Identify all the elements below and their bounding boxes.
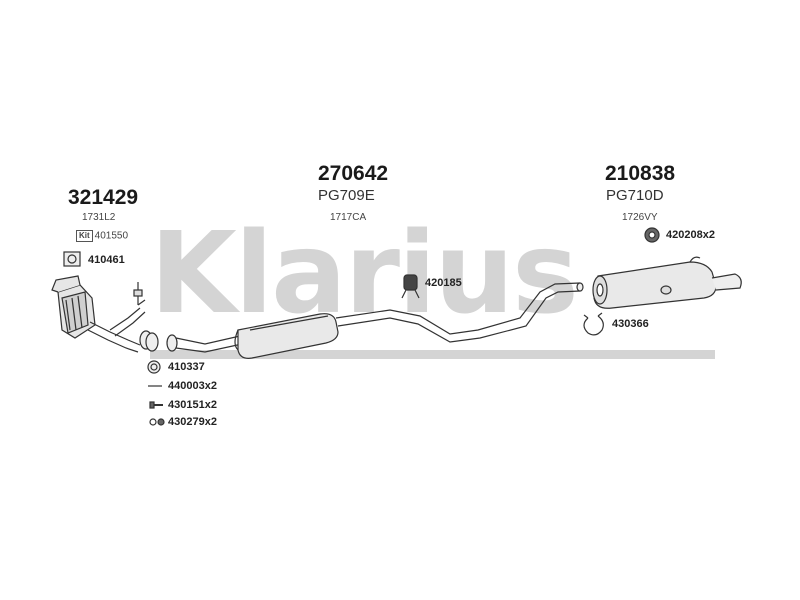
icon-430366 (583, 312, 604, 336)
accessory-440003: 440003x2 (168, 380, 217, 392)
hanger-420185-shape (401, 274, 420, 299)
icon-410461 (63, 251, 81, 267)
watermark-underline (150, 350, 715, 359)
accessory-410337: 410337 (168, 361, 205, 373)
accessory-430366: 430366 (612, 318, 649, 330)
part-number-270642: 270642 (318, 162, 389, 185)
part-number-210838: 210838 (605, 162, 676, 185)
icon-430279 (149, 418, 165, 426)
catalytic-converter (51, 275, 146, 353)
ref-1731l2: 1731L2 (82, 212, 116, 223)
kit-icon: Kit (76, 230, 93, 242)
rear-silencer (592, 256, 742, 309)
code-pg709e: PG709E (318, 187, 375, 204)
ref-1726vy: 1726VY (622, 212, 658, 223)
accessory-410461: 410461 (88, 254, 125, 266)
ref-1717ca: 1717CA (330, 212, 367, 223)
lambda-sensor (133, 282, 146, 306)
intermediate-pipe (335, 282, 584, 343)
icon-420208 (644, 227, 660, 243)
code-pg710d: PG710D (606, 187, 664, 204)
front-pipe (166, 334, 243, 353)
kit-number: 401550 (94, 230, 129, 242)
centre-silencer (234, 313, 339, 359)
brand-watermark: Klarius (150, 209, 579, 339)
accessory-430279: 430279x2 (168, 416, 217, 428)
part-number-321429: 321429 (68, 186, 139, 209)
accessory-420208: 420208x2 (666, 229, 715, 241)
accessory-420185: 420185 (425, 277, 462, 289)
accessory-430151: 430151x2 (168, 399, 217, 411)
flange-joint (139, 330, 159, 352)
icon-430151 (149, 401, 163, 409)
icon-410337 (147, 360, 161, 374)
